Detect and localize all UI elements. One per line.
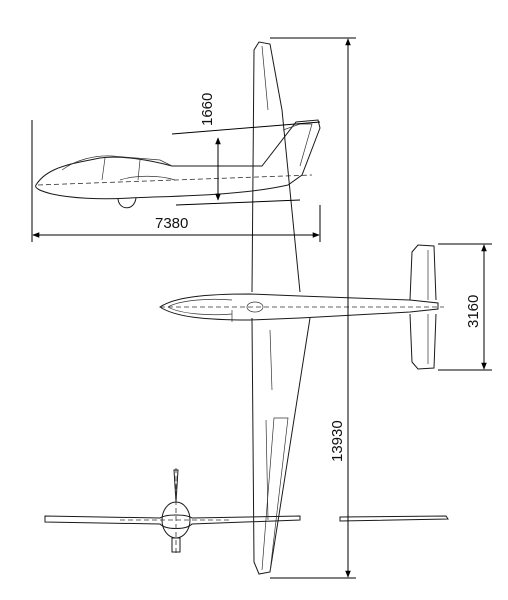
dimension-wingspan: 13930 xyxy=(270,37,356,579)
fuselage-side-view xyxy=(35,119,321,200)
landing-wheel-side xyxy=(117,197,137,209)
front-view xyxy=(44,468,449,556)
tail-span-label: 3160 xyxy=(465,295,482,328)
wingspan-label: 13930 xyxy=(329,420,346,462)
dimension-length: 7380 xyxy=(31,120,321,242)
dimension-tail-span: 3160 xyxy=(438,243,492,371)
length-label: 7380 xyxy=(155,215,188,232)
canopy xyxy=(61,155,173,171)
upper-wing xyxy=(251,41,301,293)
dimension-height: 1660 xyxy=(171,93,321,206)
horizontal-tail xyxy=(409,244,437,370)
top-view xyxy=(159,41,444,575)
fuselage-top-view xyxy=(159,293,439,321)
lower-wing xyxy=(251,317,311,575)
side-view xyxy=(35,119,321,209)
front-wing xyxy=(44,514,301,529)
height-label: 1660 xyxy=(199,93,216,126)
